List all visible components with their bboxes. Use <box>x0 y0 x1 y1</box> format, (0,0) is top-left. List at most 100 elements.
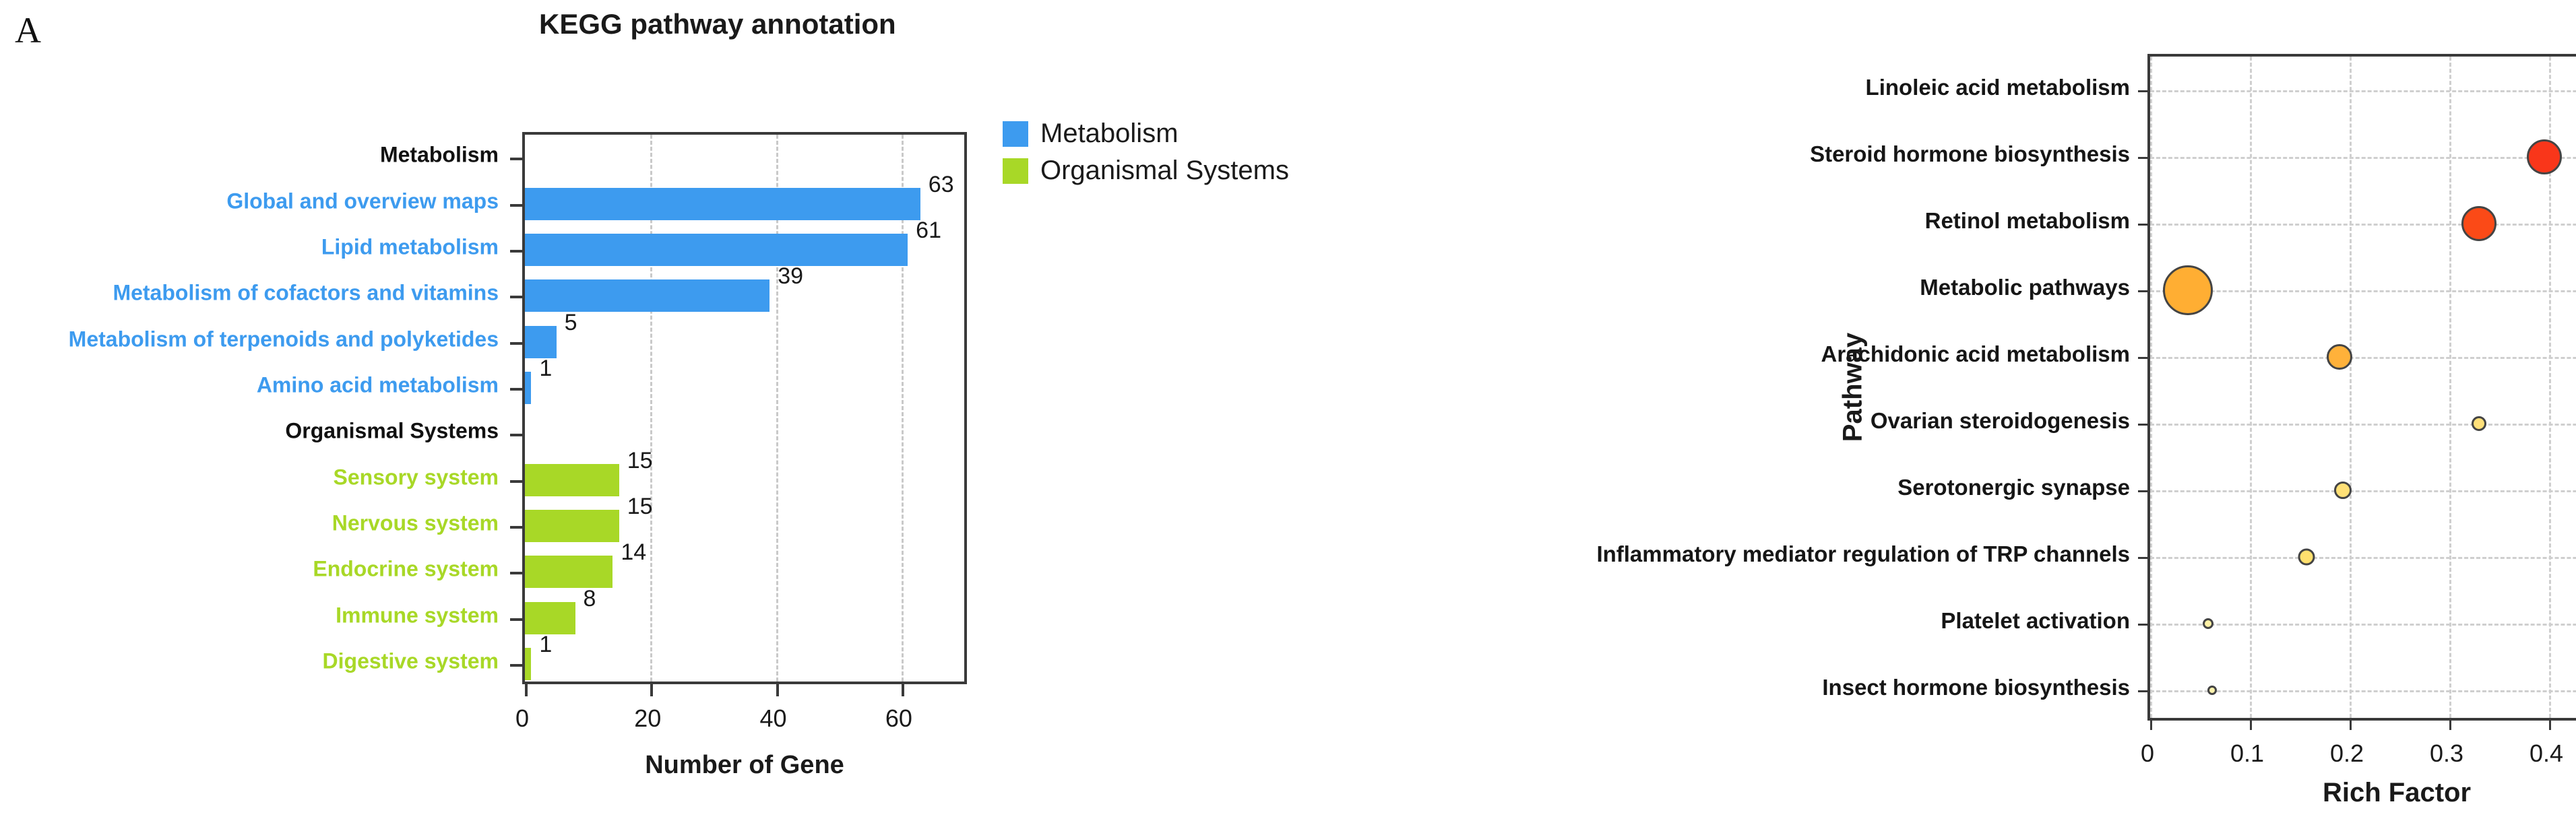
bar <box>525 279 770 312</box>
legend-item[interactable]: Metabolism <box>1003 119 1289 149</box>
pathway-label: Insect hormone biosynthesis <box>1822 674 2130 700</box>
category-label: Global and overview maps <box>226 189 499 213</box>
category-label: Nervous system <box>332 510 499 535</box>
pathway-label: Inflammatory mediator regulation of TRP … <box>1596 541 2130 566</box>
gridline-vertical <box>2150 57 2152 718</box>
pathway-label: Serotonergic synapse <box>1897 474 2130 500</box>
pathway-label: Linoleic acid metabolism <box>1865 74 2130 100</box>
y-axis-tick <box>510 158 525 161</box>
category-label: Metabolism of terpenoids and polyketides <box>68 327 499 351</box>
x-axis-tick-label: 60 <box>885 704 912 732</box>
bar <box>525 556 613 589</box>
category-label: Endocrine system <box>313 556 499 581</box>
category-label: Amino acid metabolism <box>256 372 499 397</box>
bar <box>525 187 920 220</box>
y-axis-tick <box>2138 356 2150 359</box>
x-axis-tick <box>776 682 779 696</box>
scatter-bubble[interactable] <box>2461 205 2497 241</box>
scatter-bubble[interactable] <box>2327 343 2353 370</box>
x-axis-tick-label: 0.4 <box>2529 739 2564 767</box>
gridline-horizontal <box>2150 490 2576 492</box>
legend-swatch <box>1003 158 1028 184</box>
y-axis-tick <box>2138 690 2150 692</box>
gridline-vertical <box>650 135 653 682</box>
y-axis-tick <box>2138 290 2150 292</box>
bar <box>525 647 532 680</box>
x-axis-tick-label: 0.1 <box>2230 739 2265 767</box>
legend-label: Metabolism <box>1040 119 1179 148</box>
category-label: Organismal Systems <box>285 418 499 443</box>
gridline-horizontal <box>2150 623 2576 626</box>
gridline-horizontal <box>2150 156 2576 159</box>
scatter-bubble[interactable] <box>2202 618 2213 629</box>
category-label: Metabolism <box>379 142 499 167</box>
x-axis-tick-label: 20 <box>634 704 662 732</box>
pathway-label: Arachidonic acid metabolism <box>1821 341 2130 366</box>
bar-value-label: 15 <box>627 447 653 473</box>
panel-a-title: KEGG pathway annotation <box>539 8 896 40</box>
bar <box>525 463 619 496</box>
gridline-vertical <box>2449 57 2451 718</box>
y-axis-tick <box>510 618 525 621</box>
y-axis-tick <box>2138 223 2150 226</box>
category-label: Lipid metabolism <box>321 234 499 259</box>
bar-value-label: 14 <box>621 539 647 566</box>
category-label: Digestive system <box>322 649 499 673</box>
x-axis-tick-label: 40 <box>759 704 787 732</box>
gridline-horizontal <box>2150 90 2576 92</box>
y-axis-tick <box>510 663 525 667</box>
y-axis-tick <box>510 296 525 299</box>
y-axis-tick <box>510 479 525 483</box>
y-axis-tick <box>2138 490 2150 492</box>
bar-value-label: 1 <box>539 355 553 381</box>
panel-a-letter: A <box>15 10 41 51</box>
bar-value-label: 39 <box>778 263 804 290</box>
category-label: Immune system <box>336 603 499 627</box>
x-axis-tick <box>525 682 528 696</box>
bar-value-label: 1 <box>539 631 553 657</box>
gridline-vertical <box>2250 57 2252 718</box>
x-axis-tick-label: 0 <box>2140 739 2155 767</box>
x-axis-tick <box>650 682 654 696</box>
bar-value-label: 8 <box>583 585 596 611</box>
legend-item[interactable]: Organismal Systems <box>1003 156 1289 186</box>
x-axis-tick <box>2150 718 2152 730</box>
scatter-bubble[interactable] <box>2333 481 2352 499</box>
bar-value-label: 5 <box>564 309 577 335</box>
gridline-vertical <box>776 135 778 682</box>
gridline-horizontal <box>2150 356 2576 359</box>
bar-value-label: 15 <box>627 493 653 519</box>
gridline-horizontal <box>2150 223 2576 226</box>
scatter-bubble[interactable] <box>2472 416 2487 431</box>
scatter-bubble[interactable] <box>2526 139 2562 174</box>
category-label: Metabolism of cofactors and vitamins <box>113 280 499 305</box>
x-axis-tick-label: 0 <box>515 704 530 732</box>
y-axis-tick <box>2138 556 2150 559</box>
bar <box>525 371 532 404</box>
pathway-label: Metabolic pathways <box>1920 274 2130 300</box>
scatter-bubble[interactable] <box>2207 685 2217 695</box>
y-axis-tick <box>510 341 525 345</box>
scatter-bubble[interactable] <box>2163 265 2213 315</box>
y-axis-tick <box>510 249 525 253</box>
panel-b-plot-area <box>2138 54 2576 730</box>
y-axis-tick <box>510 387 525 391</box>
gridline-horizontal <box>2150 290 2576 292</box>
bar-value-label: 61 <box>916 217 941 243</box>
category-label: Sensory system <box>333 465 499 489</box>
pathway-label: Platelet activation <box>1941 607 2130 633</box>
y-axis-tick <box>2138 156 2150 159</box>
pathway-label: Ovarian steroidogenesis <box>1870 407 2130 433</box>
legend-label: Organismal Systems <box>1040 156 1289 185</box>
x-axis-tick <box>2350 718 2352 730</box>
gridline-vertical <box>901 135 904 682</box>
scatter-bubble[interactable] <box>2298 548 2315 565</box>
x-axis-tick <box>901 682 904 696</box>
x-axis-tick <box>2549 718 2551 730</box>
y-axis-tick <box>2138 90 2150 92</box>
gridline-vertical <box>2549 57 2551 718</box>
y-axis-tick <box>510 434 525 437</box>
